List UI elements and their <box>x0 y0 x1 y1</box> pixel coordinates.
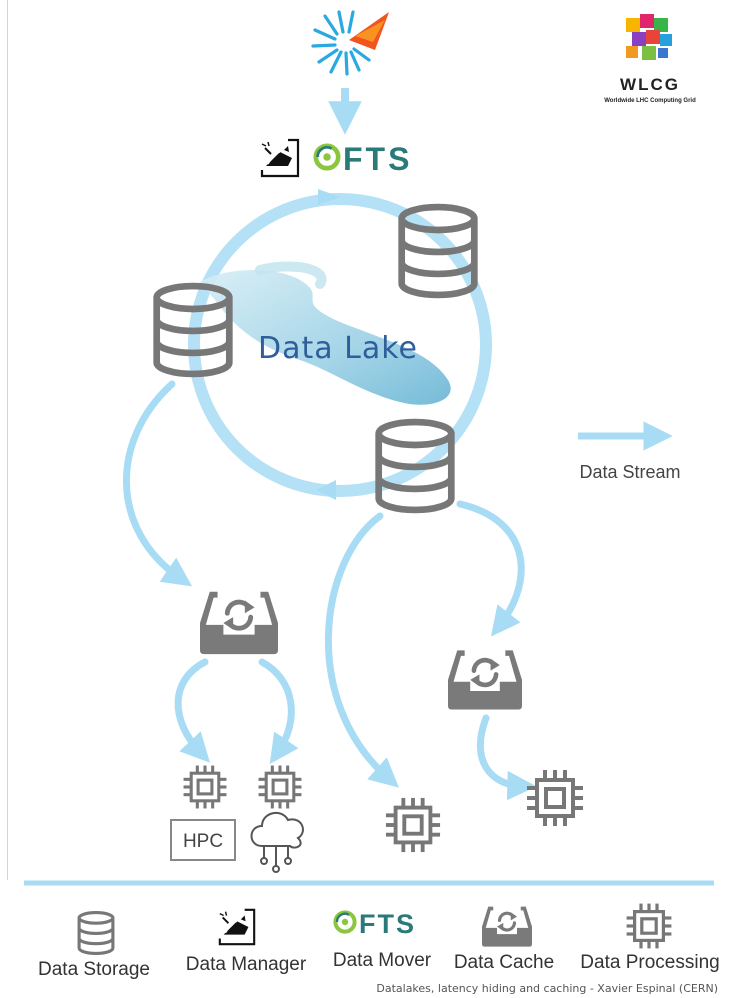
legend-data-processing-icon <box>625 902 673 950</box>
legend-data-manager-icon <box>218 908 256 946</box>
legend-fts-text: FTS <box>359 909 416 939</box>
legend-label-data-storage: Data Storage <box>38 959 150 980</box>
cycle-arrowhead-top <box>318 189 340 205</box>
legend-fts-logo: FTS <box>333 909 416 939</box>
cycle-arrowhead-bottom <box>316 480 336 500</box>
flow-bottom-to-chip-arrow <box>324 512 399 788</box>
processor-hpc-icon <box>182 764 228 810</box>
data-lake-shape <box>200 270 451 405</box>
processor-cloud-icon <box>257 764 303 810</box>
storage-bottom-icon <box>379 422 452 510</box>
lake-ripple <box>255 261 327 289</box>
flow-bottom-to-cache-arrow <box>456 500 525 637</box>
legend-data-storage-icon <box>77 910 115 956</box>
fts-emblem-icon <box>316 146 338 168</box>
data-manager-icon <box>260 138 300 178</box>
legend-label-data-mover: Data Mover <box>333 950 432 971</box>
processor-right-icon <box>525 768 585 828</box>
fts-logo-text: FTS <box>343 141 412 177</box>
legend-label-data-processing: Data Processing <box>580 952 719 973</box>
flow-cache-right-to-chip-arrow <box>476 714 537 801</box>
data-lake-cycle <box>188 193 492 497</box>
cloud-compute-icon <box>250 811 304 873</box>
wlcg-logo-subtitle: Worldwide LHC Computing Grid <box>604 98 696 104</box>
legend-data-cache-icon <box>482 905 532 948</box>
wlcg-logo: WLCG Worldwide LHC Computing Grid <box>604 14 696 104</box>
flow-left-to-cache-arrow <box>122 380 193 587</box>
flow-cache-to-chip-left-arrow <box>174 658 211 763</box>
data-stream-label: Data Stream <box>579 462 680 482</box>
cache-left-icon <box>200 592 278 654</box>
top-starburst-logo <box>311 10 389 76</box>
data-lake-label: Data Lake <box>258 331 418 366</box>
fts-header: FTS <box>260 138 412 178</box>
wlcg-logo-text: WLCG <box>620 75 680 94</box>
processor-middle-icon <box>384 796 442 854</box>
hpc-label: HPC <box>183 831 223 852</box>
legend-label-data-manager: Data Manager <box>186 954 307 975</box>
cache-right-icon <box>448 650 522 709</box>
footer-credit: Datalakes, latency hiding and caching - … <box>376 982 718 995</box>
flow-cache-to-chip-right-arrow <box>258 658 299 765</box>
left-border-line <box>7 0 8 880</box>
hpc-box: HPC <box>170 819 236 861</box>
legend-label-data-cache: Data Cache <box>454 952 554 973</box>
